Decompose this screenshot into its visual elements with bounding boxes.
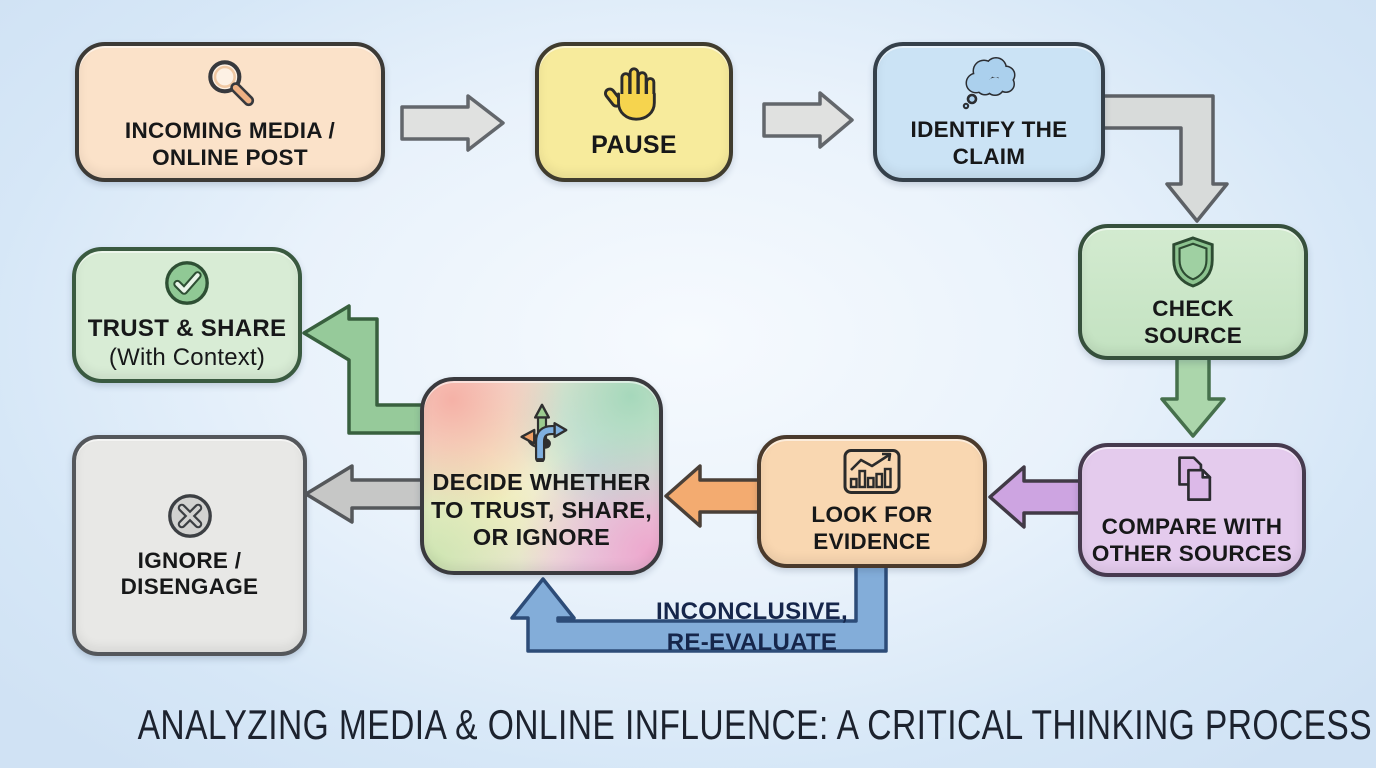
arrow-incoming-to-pause [400, 94, 505, 152]
arrow-evidence-to-decide [664, 464, 763, 528]
node-label-decide: DECIDE WHETHER TO TRUST, SHARE, OR IGNOR… [430, 469, 653, 551]
node-check-source: CHECK SOURCE [1078, 224, 1308, 360]
node-trust-share: TRUST & SHARE (With Context) [72, 247, 302, 383]
node-decide: DECIDE WHETHER TO TRUST, SHARE, OR IGNOR… [420, 377, 663, 575]
node-label-ignore: IGNORE / DISENGAGE [120, 547, 259, 599]
node-label-evidence: LOOK FOR EVIDENCE [811, 502, 933, 554]
check-circle-icon [165, 261, 209, 306]
node-pause: PAUSE [535, 42, 733, 182]
thought-cloud-icon [962, 57, 1016, 110]
node-label-incoming: INCOMING MEDIA / ONLINE POST [124, 118, 336, 170]
node-look-for-evidence: LOOK FOR EVIDENCE [757, 435, 987, 568]
branching-arrows-icon [519, 403, 567, 463]
node-label-compare: COMPARE WITH OTHER SOURCES [1091, 514, 1293, 566]
node-identify-claim: IDENTIFY THE CLAIM [873, 42, 1105, 182]
evidence-chart-icon [843, 449, 901, 495]
node-ignore-disengage: IGNORE / DISENGAGE [72, 435, 307, 656]
arrow-decide-to-trust [302, 304, 426, 435]
node-label-check-source: CHECK SOURCE [1143, 296, 1243, 348]
x-circle-icon [167, 493, 212, 538]
shield-icon [1172, 236, 1214, 288]
arrow-pause-to-identify [762, 91, 854, 149]
arrow-check-source-to-compare [1160, 350, 1226, 438]
node-compare-sources: COMPARE WITH OTHER SOURCES [1078, 443, 1306, 577]
node-label-trust: TRUST & SHARE (With Context) [87, 315, 287, 371]
arrow-compare-to-evidence [988, 465, 1086, 529]
loop-edge-label: INCONCLUSIVE, RE-EVALUATE [656, 598, 848, 656]
arrow-decide-to-ignore [304, 464, 426, 524]
documents-icon [1178, 456, 1212, 502]
magnifier-icon [208, 60, 255, 107]
node-label-identify: IDENTIFY THE CLAIM [910, 117, 1068, 169]
arrow-identify-to-check-source [1098, 94, 1229, 223]
node-label-pause: PAUSE [591, 130, 677, 159]
node-incoming-media: INCOMING MEDIA / ONLINE POST [75, 42, 385, 182]
raised-hand-icon [604, 67, 656, 121]
page-title: ANALYZING MEDIA & ONLINE INFLUENCE: A CR… [137, 701, 1373, 748]
